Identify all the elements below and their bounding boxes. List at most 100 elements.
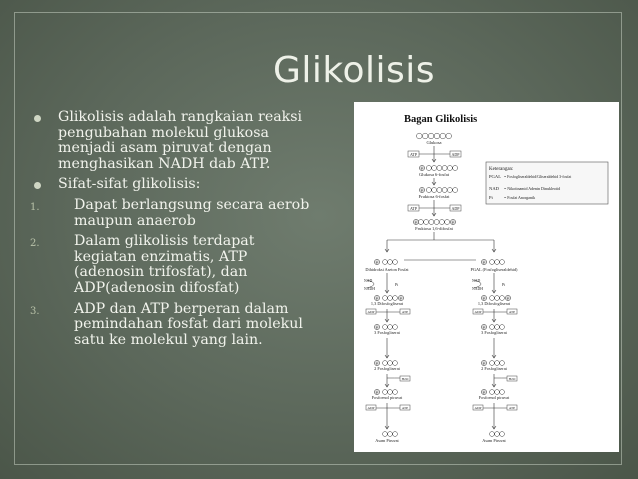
phosphate-icon: [481, 389, 487, 395]
triose-ring: [494, 360, 500, 366]
tag-nad: NAD: [364, 279, 372, 283]
arrow-down-head: [384, 383, 390, 388]
node-label-dhap: Dihidroksi Aseton Fosfat: [365, 267, 409, 272]
numbered-text: Dapat berlangsung secara aerob maupun an…: [74, 196, 310, 229]
arrow-down-head: [491, 248, 497, 253]
phosphate-icon-label: P: [483, 296, 485, 300]
triose-ring: [489, 389, 495, 395]
f6p-ring: [426, 187, 432, 193]
phosphate-icon: [481, 324, 487, 330]
tag-nadh: NADH: [472, 287, 483, 291]
triose-ring: [489, 259, 495, 265]
f6p-ring: [436, 187, 443, 193]
legend-key: NAD: [489, 186, 500, 191]
phosphate-icon-label: P: [421, 188, 423, 192]
triose-ring: [494, 295, 500, 301]
arrow-down-head: [384, 318, 390, 323]
arrow-down-head: [431, 212, 437, 217]
tag-pi: Pi: [395, 283, 398, 287]
numbered-text: ADP dan ATP berperan dalam pemindahan fo…: [74, 300, 303, 348]
triose-ring: [382, 259, 388, 265]
f6p-ring: [431, 187, 437, 193]
arrow-down-head: [491, 425, 497, 430]
glucose-ring: [433, 132, 440, 140]
arrow-down-head: [431, 158, 437, 163]
triose-ring: [387, 324, 393, 330]
f16-ring: [444, 219, 450, 225]
triose-ring: [489, 324, 495, 330]
tag-atp: ATP: [402, 310, 408, 314]
phosphate-icon: [419, 165, 425, 171]
glycolysis-diagram-svg: Bagan Glikolisis Keterangan: PGAL = Fosf…: [364, 114, 609, 443]
triose-ring: [499, 259, 505, 265]
f16-ring: [418, 219, 424, 225]
triose-ring: [392, 389, 398, 395]
triose-ring: [494, 389, 500, 395]
arrow-down-head: [491, 354, 497, 359]
content-area: Glikolisis adalah rangkaian reaksi pengu…: [28, 109, 316, 353]
phosphate-icon: [481, 295, 487, 301]
triose-ring: [382, 324, 388, 330]
arrow-down-head: [384, 248, 390, 253]
triose-ring: [382, 389, 388, 395]
item-number: 3.: [30, 305, 40, 317]
triose-ring: [494, 324, 500, 330]
node-label-bpg-right: 1,3 Difosfogliserat: [478, 301, 511, 307]
phosphate-icon: [374, 259, 380, 265]
node-label-pg2-left: 2 Fosfogliserat: [374, 366, 400, 371]
glucose-ring: [416, 132, 423, 140]
legend-text: = Fosfogliseraldehid/Gliseraldehid 3-fos…: [504, 175, 572, 179]
f16-ring: [439, 219, 445, 225]
phosphate-icon-label: P: [483, 260, 485, 264]
legend-key: PGAL: [489, 174, 501, 179]
triose-ring: [489, 431, 495, 437]
triose-ring: [382, 431, 388, 437]
triose-ring: [499, 431, 505, 437]
bullet-text: Glikolisis adalah rangkaian reaksi pengu…: [58, 109, 303, 172]
legend-box: Keterangan: PGAL = Fosfogliseraldehid/Gl…: [485, 161, 609, 205]
g6p-ring: [452, 165, 458, 171]
arrow-down-head: [384, 354, 390, 359]
phosphate-icon-label: P: [400, 296, 402, 300]
glucose-ring: [422, 132, 429, 140]
triose-ring: [499, 295, 505, 301]
f6p-ring: [441, 187, 448, 193]
phosphate-icon-label: P: [376, 260, 378, 264]
triose-ring: [392, 324, 398, 330]
triose-ring: [499, 360, 505, 366]
triose-ring: [489, 295, 495, 301]
f16-ring: [433, 219, 440, 225]
node-label-bpg-left: 1,3 Difosfogliserat: [371, 301, 404, 307]
arrow-down-head: [431, 181, 437, 186]
triose-ring: [392, 259, 398, 265]
node-label-pep-right: Fosfoenol piruvat: [479, 395, 510, 400]
triose-ring: [387, 295, 393, 301]
tag-atp: ATP: [509, 310, 515, 314]
phosphate-icon: [398, 295, 404, 301]
triose-ring: [499, 324, 505, 330]
g6p-ring: [426, 165, 432, 171]
phosphate-icon: [419, 187, 425, 193]
item-number: 2.: [30, 238, 40, 250]
phosphate-icon-label: P: [376, 361, 378, 365]
triose-ring: [494, 431, 500, 437]
node-label-pgal: PGAL (Fosfogliseraldehid): [471, 267, 519, 272]
tag-nad: NAD: [472, 279, 480, 283]
tag-atp: ATP: [410, 152, 418, 157]
triose-ring: [387, 259, 393, 265]
legend-text: = Nikotinamid Adenin Dinukleotid: [504, 186, 560, 191]
phosphate-icon-label: P: [483, 390, 485, 394]
bullet-icon: [34, 182, 41, 190]
glucose-ring: [428, 132, 435, 140]
triose-ring: [382, 295, 388, 301]
tag-pi: Pi: [502, 283, 505, 287]
phosphate-icon: [374, 295, 380, 301]
tag-adp: ADP: [451, 206, 460, 211]
legend-heading: Keterangan:: [489, 167, 513, 172]
tag-h2o: H2O: [402, 377, 409, 381]
phosphate-icon-label: P: [376, 390, 378, 394]
triose-ring: [494, 259, 500, 265]
phosphate-icon-label: P: [376, 296, 378, 300]
arrow-down-head: [491, 383, 497, 388]
